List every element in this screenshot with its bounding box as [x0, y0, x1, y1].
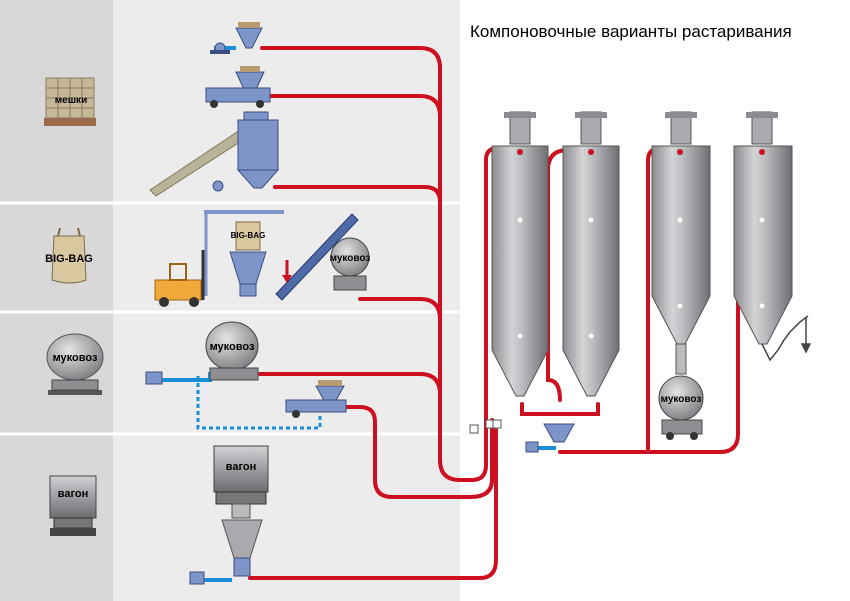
truck-bigbag-row: муковоз	[330, 237, 371, 291]
row-dividers	[0, 201, 460, 436]
forklift	[154, 250, 205, 307]
diverter-valves	[469, 419, 502, 434]
bigbag-scene-label: BIG-BAG	[231, 231, 266, 240]
truck-category-label: муковоз	[53, 352, 98, 364]
truck-row-hopper	[285, 380, 347, 418]
truck-category-icon: муковоз	[46, 333, 104, 395]
truck-row-label: муковоз	[210, 341, 255, 353]
wagon-row-label: вагон	[226, 461, 257, 473]
diagram-title: Компоновочные варианты растаривания	[470, 22, 792, 41]
silo-4-discharge	[761, 315, 812, 362]
silo-3	[651, 111, 711, 345]
silo-4	[733, 111, 793, 345]
bigbag-category-label: BIG-BAG	[45, 253, 93, 265]
truck-bigbag-label: муковоз	[330, 253, 371, 264]
bag-tipping-station-3	[149, 111, 280, 197]
bags-category-label: мешки	[55, 95, 87, 106]
bag-tipping-station-2	[205, 66, 271, 108]
wagon-unloader: вагон	[189, 445, 269, 585]
silo-2	[562, 111, 620, 397]
silo-1	[491, 111, 549, 397]
silo-3-loading: муковоз	[658, 343, 704, 440]
wagon-category-label: вагон	[58, 488, 89, 500]
screw-conveyor	[275, 213, 359, 301]
silo-bottom-feeder	[525, 423, 575, 453]
bigbag-discharge-station: BIG-BAG	[204, 210, 284, 297]
bags-category-icon: мешки	[44, 77, 96, 126]
dashed-transfer-line	[196, 376, 322, 430]
truck-row-tank: муковоз	[145, 321, 259, 385]
wagon-category-icon: вагон	[49, 475, 97, 536]
bigbag-category-icon: BIG-BAG	[45, 227, 93, 284]
truck-silo-label: муковоз	[661, 394, 702, 405]
bag-tipping-station-1	[210, 22, 263, 54]
